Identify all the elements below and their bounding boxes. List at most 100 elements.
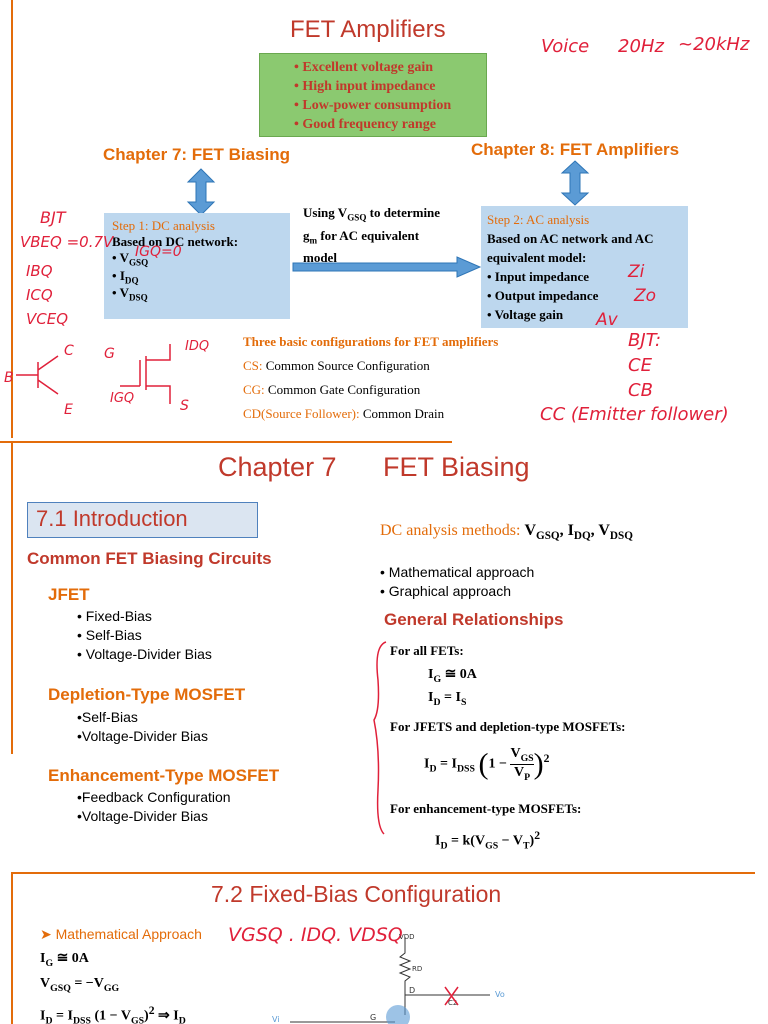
hand-cc: CC (Emitter follower) [540,404,729,425]
slide-border [11,872,755,874]
hand-20khz: ~20kHz [678,34,750,55]
eq-id-fixed: ID = IDSS (1 − VGS)2 ⇒ ID [40,1004,186,1024]
advantage-item: • Excellent voltage gain [294,60,434,75]
hand-s: S [180,398,189,414]
c2-label: C2 [448,999,457,1007]
step-1-item: • VGSQ [112,250,149,268]
list-item: • Graphical approach [380,583,511,599]
hand-e: E [64,402,73,418]
enhancement-heading: Enhancement-Type MOSFET [48,766,280,785]
hand-vars: VGSQ . IDQ. VDSQ [228,924,403,946]
hand-igq: IGQ [110,391,134,406]
chapter-8-label: Chapter 8: FET Amplifiers [471,140,680,159]
step-1-item: • IDQ [112,267,139,286]
depletion-heading: Depletion-Type MOSFET [48,685,246,704]
hand-g: G [104,346,115,362]
list-item: •Feedback Configuration [77,789,231,805]
jfet-heading: JFET [48,585,90,604]
for-enhancement: For enhancement-type MOSFETs: [390,801,582,816]
step-2-item: • Input impedance [487,269,590,284]
fixed-bias-circuit: VDD RD D G Vo Vi C2 [272,933,505,1024]
hand-ce: CE [628,355,652,376]
general-heading: General Relationships [384,610,564,629]
math-approach: ➤ Mathematical Approach [40,926,202,942]
chapter-7-label: Chapter 7: FET Biasing [103,145,291,164]
step-2-basis: Based on AC network and AC equivalent mo… [487,231,654,265]
slide-border [11,441,13,754]
slide-1-title: FET Amplifiers [290,16,446,43]
eq-ig: IG ≅ 0A [428,667,477,685]
eq-id-is: ID = IS [428,690,467,708]
list-item: •Self-Bias [77,709,138,725]
hand-c: C [64,343,74,359]
hand-icq: ICQ [26,286,53,304]
slide-border [0,441,452,443]
list-item: •Voltage-Divider Bias [77,808,208,824]
hand-20hz: 20Hz [618,36,664,57]
vi-label: Vi [272,1015,280,1024]
list-item: • Mathematical approach [380,564,535,580]
hand-bjt: BJT [40,208,66,227]
hand-cb: CB [628,380,653,401]
hand-igq0: IGQ=0 [135,244,182,260]
hand-zi: Zi [628,262,645,282]
step-1-item: • VDSQ [112,285,148,303]
advantage-item: • High input impedance [294,79,436,94]
jfet-list: • Fixed-Bias • Self-Bias • Voltage-Divid… [77,607,212,664]
for-all-fets: For all FETs: [390,643,464,658]
eq-enhancement: ID = k(VGS − VT)2 [435,829,541,852]
arrow-caption: Using VGSQ to determine gm for AC equiva… [303,205,441,266]
step-2-item: • Output impedance [487,288,599,303]
hand-zo: Zo [634,286,657,306]
config-cd: CD(Source Follower): Common Drain [243,406,445,421]
for-jfets: For JFETS and depletion-type MOSFETs: [390,719,626,734]
g-label: G [370,1013,376,1022]
config-cs: CS: Common Source Configuration [243,358,430,373]
list-item: •Voltage-Divider Bias [77,728,208,744]
rd-label: RD [412,965,422,973]
eq-ig-fixed: IG ≅ 0A [40,951,89,969]
slide-border [11,0,13,438]
step-2-title: Step 2: AC analysis [487,212,590,227]
list-item: • Self-Bias [77,627,142,643]
right-arrow-icon [292,256,482,278]
hand-brace [373,641,387,835]
double-arrow-right-icon [560,160,590,206]
hand-ibq: IBQ [26,262,53,280]
hand-idq: IDQ [185,339,209,354]
advantage-item: • Low-power consumption [294,98,452,113]
list-item: • Fixed-Bias [77,608,152,624]
configs-title: Three basic configurations for FET ampli… [243,334,499,349]
hand-bjt-2: BJT: [628,330,662,351]
step-2-box: Step 2: AC analysis Based on AC network … [481,206,688,328]
d-label: D [409,986,415,995]
step-1-basis: Based on DC network: [112,234,239,249]
depletion-list: •Self-Bias •Voltage-Divider Bias [77,708,208,746]
advantage-item: • Good frequency range [294,117,436,132]
hand-transistor-sketch: B C E G D S IDQ IGQ [4,339,209,418]
common-circuits-heading: Common FET Biasing Circuits [27,549,272,568]
intro-box: 7.1 Introduction [27,502,258,538]
config-cg: CG: Common Gate Configuration [243,382,421,397]
advantages-box: • Excellent voltage gain • High input im… [259,53,487,137]
hand-vbeq: VBEQ =0.7V [20,233,114,251]
eq-vgsq: VGSQ = −VGG [40,976,120,994]
enhancement-list: •Feedback Configuration •Voltage-Divider… [77,788,231,826]
hand-vceq: VCEQ [26,310,69,328]
vdd-label: VDD [399,933,415,941]
list-item: • Voltage-Divider Bias [77,646,212,662]
slide-2-title: FET Biasing [383,452,530,482]
dc-methods: DC analysis methods: VGSQ, IDQ, VDSQ [380,522,633,543]
hand-b: B [4,370,14,386]
hand-voice: Voice [541,36,590,57]
vo-label: Vo [495,990,505,999]
step-1-title: Step 1: DC analysis [112,218,215,233]
slide-border [11,872,13,1024]
hand-av: Av [596,310,618,330]
step-1-box: Step 1: DC analysis Based on DC network:… [104,213,290,319]
slide-3-title: 7.2 Fixed-Bias Configuration [211,881,502,907]
double-arrow-left-icon [186,168,216,216]
step-2-item: • Voltage gain [487,307,564,322]
approach-list: • Mathematical approach • Graphical appr… [380,563,534,601]
